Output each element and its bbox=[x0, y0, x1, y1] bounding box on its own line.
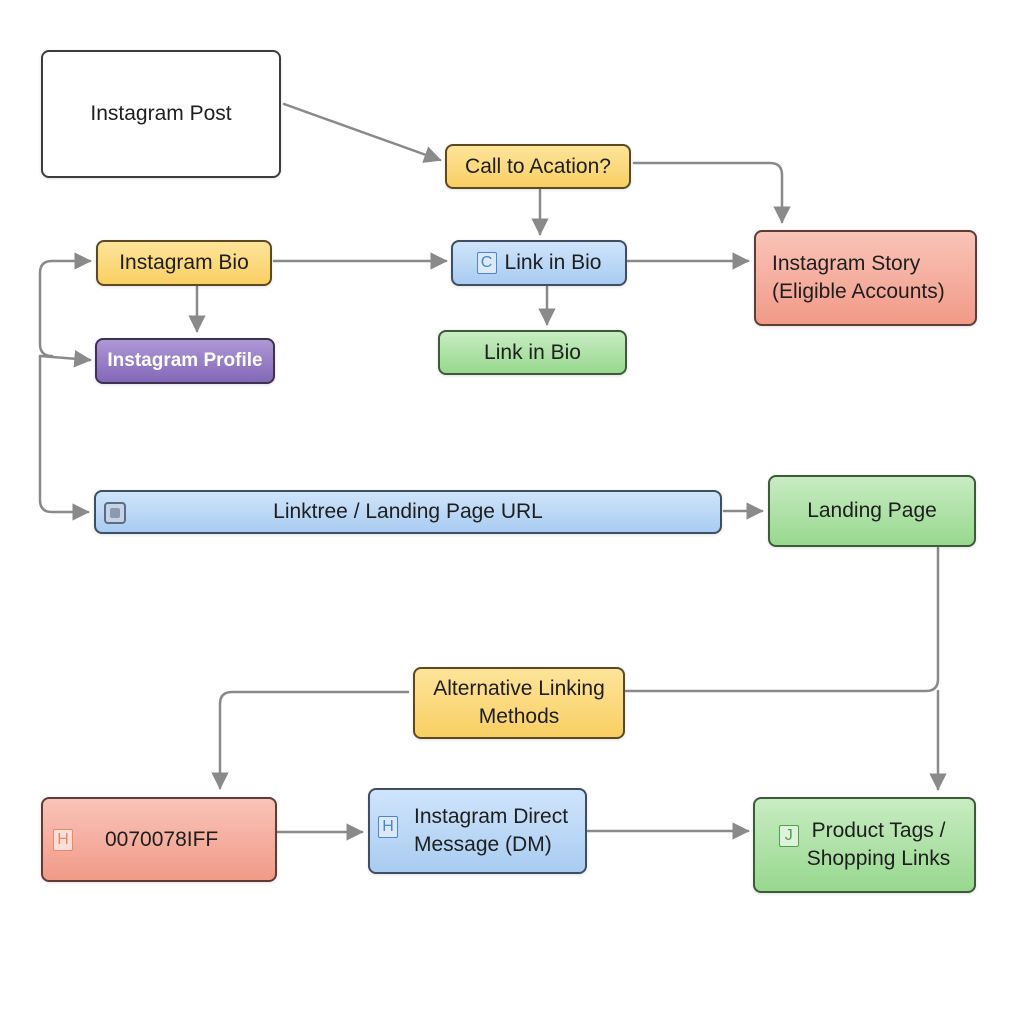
code-node: H 0070078IFF bbox=[41, 797, 277, 882]
link-in-bio-primary-label: Link in Bio bbox=[504, 251, 602, 274]
instagram-story-line2: (Eligible Accounts) bbox=[772, 280, 945, 303]
edge-loop-to-linktree bbox=[38, 354, 90, 521]
edge-post-to-cta bbox=[282, 102, 442, 163]
direct-message-node: H Instagram Direct Message (DM) bbox=[368, 788, 587, 874]
link-in-bio-secondary-node: Link in Bio bbox=[438, 330, 627, 375]
product-tags-line2: Shopping Links bbox=[806, 847, 951, 870]
code-h-icon: H bbox=[53, 828, 73, 851]
direct-message-line2: Message (DM) bbox=[414, 833, 552, 856]
edge-cta-to-story bbox=[632, 161, 791, 224]
link-c-icon: C bbox=[476, 252, 497, 274]
alternative-linking-node: Alternative Linking Methods bbox=[413, 667, 625, 739]
linktree-url-node: Linktree / Landing Page URL bbox=[94, 490, 722, 534]
edge-loop-to-bio bbox=[38, 252, 92, 358]
edge-loop-to-profile bbox=[38, 350, 92, 368]
product-j-icon: J bbox=[778, 825, 799, 847]
call-to-action-node: Call to Acation? bbox=[445, 144, 631, 189]
linktree-url-label: Linktree / Landing Page URL bbox=[273, 500, 543, 523]
instagram-bio-label: Instagram Bio bbox=[119, 251, 249, 274]
landing-page-node: Landing Page bbox=[768, 475, 976, 547]
instagram-post-label: Instagram Post bbox=[90, 102, 232, 125]
instagram-profile-node: Instagram Profile bbox=[95, 338, 275, 384]
edge-to-code-box bbox=[211, 690, 410, 790]
link-in-bio-secondary-label: Link in Bio bbox=[484, 340, 581, 364]
call-to-action-label: Call to Acation? bbox=[465, 154, 611, 178]
dm-h-icon: H bbox=[378, 816, 398, 838]
product-tags-line1: Product Tags / bbox=[811, 819, 946, 842]
page-square-icon bbox=[104, 502, 126, 524]
direct-message-line1: Instagram Direct bbox=[414, 805, 569, 828]
instagram-post-node: Instagram Post bbox=[41, 50, 281, 178]
product-tags-node: J Product Tags / Shopping Links bbox=[753, 797, 976, 893]
landing-page-label: Landing Page bbox=[807, 499, 937, 522]
alternative-line2: Methods bbox=[478, 705, 560, 728]
edge-landing-to-alternative bbox=[624, 546, 940, 693]
instagram-story-node: Instagram Story (Eligible Accounts) bbox=[754, 230, 977, 326]
link-in-bio-primary-node: C Link in Bio bbox=[451, 240, 627, 286]
alternative-line1: Alternative Linking bbox=[433, 677, 605, 700]
instagram-story-line1: Instagram Story bbox=[772, 252, 921, 275]
instagram-profile-label: Instagram Profile bbox=[107, 350, 263, 371]
instagram-bio-node: Instagram Bio bbox=[96, 240, 272, 286]
code-label: 0070078IFF bbox=[105, 827, 219, 851]
